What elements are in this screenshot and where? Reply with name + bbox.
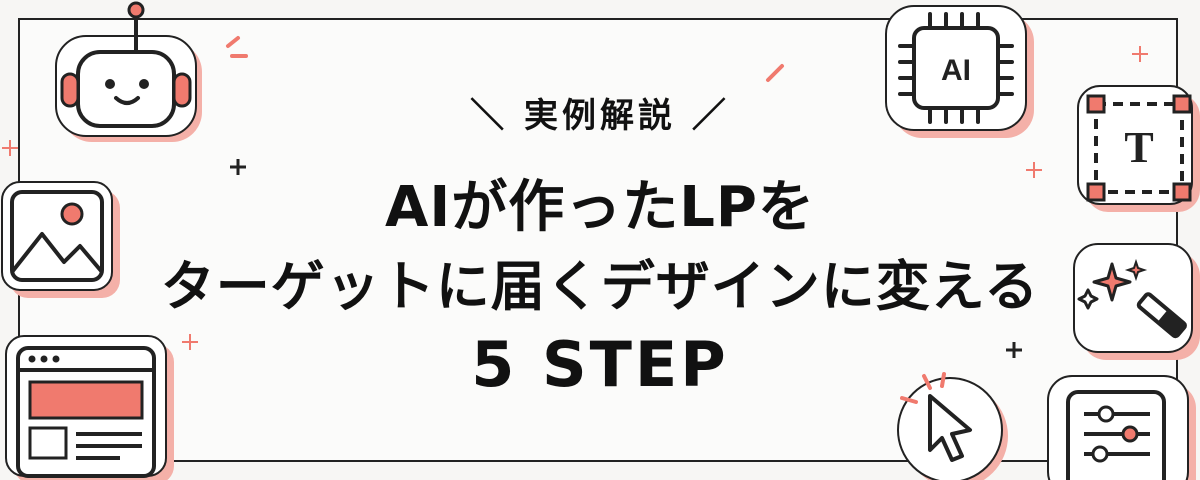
plus-mark-icon	[180, 332, 200, 352]
plus-mark-icon	[1004, 340, 1024, 360]
plus-mark-icon	[228, 157, 248, 177]
plus-mark-icon	[1024, 160, 1044, 180]
text-tool-label: T	[1124, 123, 1153, 172]
plus-mark-icon	[1130, 44, 1150, 64]
title-line-2: ターゲットに届くデザインに変える	[160, 255, 1040, 318]
text-tool-icon: T	[1070, 80, 1200, 216]
browser-window-icon	[0, 330, 180, 480]
kicker-label: ＼ 実例解説 ／	[470, 96, 730, 136]
plus-mark-icon	[0, 138, 20, 158]
cursor-icon	[884, 362, 1014, 480]
ai-chip-icon: AI	[874, 0, 1044, 140]
magic-wand-icon	[1066, 238, 1200, 362]
title-line-3: 5 STEP	[471, 328, 729, 401]
settings-sliders-icon	[1040, 370, 1200, 480]
image-icon	[0, 170, 130, 310]
title-line-1: AIが作ったLPを	[385, 175, 815, 240]
sparkle-dashes-icon	[222, 34, 262, 70]
sparkle-dashes-icon	[762, 58, 792, 88]
robot-icon	[40, 0, 220, 150]
ai-chip-label: AI	[941, 54, 971, 87]
